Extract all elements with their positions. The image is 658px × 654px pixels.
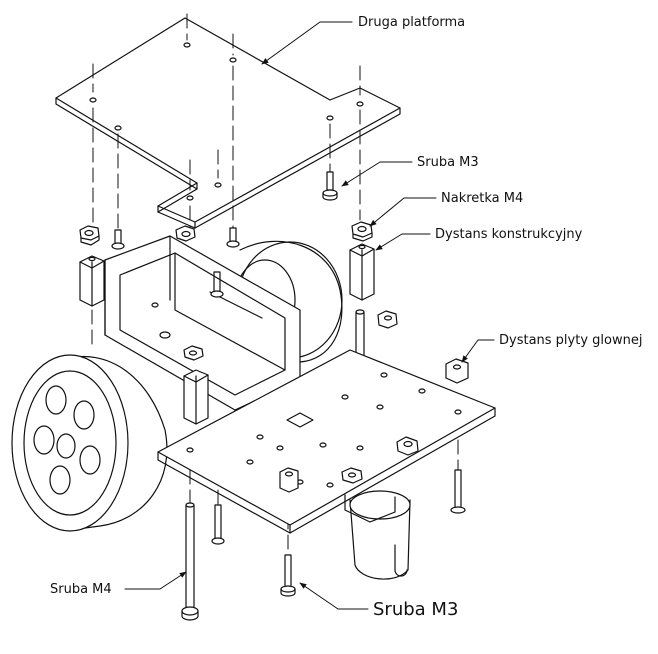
leader-lines — [124, 21, 495, 610]
label-nut-m4: Nakretka M4 — [441, 191, 523, 206]
nut-left — [79, 225, 100, 246]
screw-m3-bottom — [280, 554, 296, 597]
structural-standoff-right — [349, 243, 375, 301]
label-top-platform: Druga platforma — [358, 15, 465, 30]
screw-bottom-short-left — [211, 504, 225, 545]
nut-m4-right — [351, 221, 373, 242]
left-wheel — [11, 354, 168, 532]
screw-middle — [226, 227, 240, 248]
screw-m4-long — [181, 502, 199, 621]
nut-front-left — [183, 345, 204, 361]
screw-m3-upper — [322, 171, 338, 201]
nut-plate-left — [279, 467, 299, 493]
structural-standoff-left — [79, 255, 105, 307]
nut-rear-right — [377, 310, 398, 329]
screw-bottom-right — [450, 469, 466, 514]
nut-plate-center — [341, 467, 363, 484]
top-platform — [55, 17, 401, 229]
nut-plate-right — [396, 436, 419, 456]
main-plate — [157, 349, 496, 534]
label-screw-m3-top: Sruba M3 — [417, 155, 479, 170]
nut-middle — [175, 225, 196, 242]
caster-motor — [344, 490, 411, 580]
label-screw-m4: Sruba M4 — [50, 582, 112, 597]
screw-battery-top — [210, 271, 224, 298]
callout-labels: Druga platforma Sruba M3 Nakretka M4 Dys… — [50, 15, 642, 620]
standoff-front-left — [183, 369, 209, 425]
main-plate-standoff — [445, 358, 469, 384]
label-screw-m3-bottom: Sruba M3 — [373, 599, 458, 620]
screw-left — [111, 229, 125, 250]
label-structural-standoff: Dystans konstrukcyjny — [435, 227, 583, 242]
label-main-plate-standoff: Dystans plyty glownej — [499, 333, 642, 348]
